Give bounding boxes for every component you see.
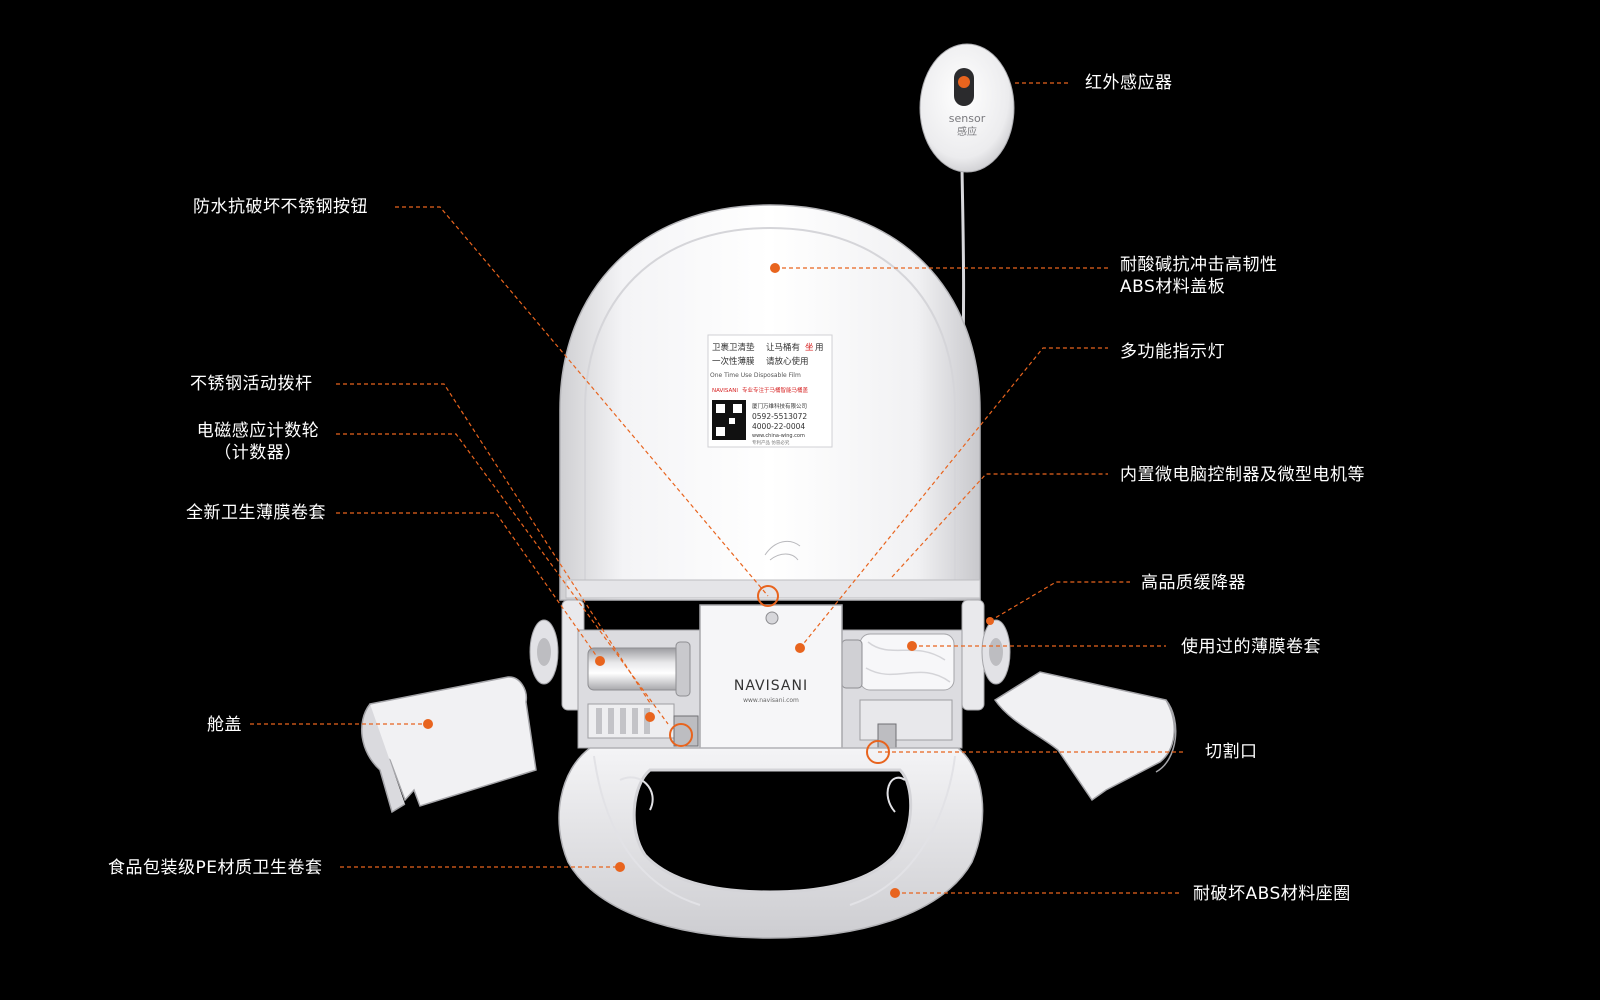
marker-controller [795,643,805,653]
label-cabin-cover: 舱盖 [207,715,242,735]
cutting-highlight [866,740,890,764]
leader-markers [423,263,994,898]
hand-icon [764,540,801,561]
sticker-company: 厦门万维科技有限公司 [752,402,807,410]
sticker-line1-red: 坐 [805,343,814,353]
marker-seat [890,888,900,898]
marker-counter [645,712,655,722]
sticker-brand: NAVISANI [712,388,738,394]
left-hinge [529,599,585,711]
label-stainless-lever: 不锈钢活动拨杆 [190,374,313,394]
label-abs-lid: 耐酸碱抗冲击高韧性 ABS材料盖板 [1120,254,1278,298]
marker-lid [770,263,780,273]
sticker-line3: One Time Use Disposable Film [710,372,801,379]
label-stainless-button: 防水抗破坏不锈钢按钮 [193,197,368,217]
sticker-line1a: 卫裹卫清垫 [712,342,755,353]
sticker-brand-line: 专业专注于马桶智能马桶盖 [742,386,809,394]
leader-lines [250,82,1185,894]
label-controller: 内置微电脑控制器及微型电机等 [1120,465,1365,485]
right-mechanism-box [859,699,953,741]
new-film-roll [587,641,691,697]
marker-cabin-cover [423,719,433,729]
sticker-line1c: 用 [815,343,824,353]
marker-damper [986,617,994,625]
lever-highlight [669,723,693,747]
label-pe-film: 食品包装级PE材质卫生卷套 [108,858,323,878]
label-counter-wheel-line1: 电磁感应计数轮 [196,421,320,441]
label-cutting-port: 切割口 [1205,742,1258,762]
highlight-circles [669,585,890,764]
sticker-phone2: 4000-22-0004 [752,422,805,431]
film-wrinkles [593,755,956,906]
sticker-website: www.china-wing.com [752,433,805,439]
sensor-zh-text: 感应 [957,125,977,138]
controller-box: NAVISANI www.navisani.com [699,604,843,761]
label-indicator-light: 多功能指示灯 [1120,342,1225,362]
label-new-film-roll: 全新卫生薄膜卷套 [186,503,326,523]
label-damper: 高品质缓降器 [1141,573,1246,593]
label-abs-seat: 耐破坏ABS材料座圈 [1193,884,1351,904]
label-counter-wheel-line2: （计数器） [214,443,302,463]
sticker-line2a: 一次性薄膜 [712,356,755,367]
logo-text: NAVISANI [734,678,808,694]
left-cabin-cover [361,676,537,814]
right-hinge [961,599,1011,711]
sensor-en-text: sensor [949,112,986,125]
lid-sticker: 卫裹卫清垫 让马桶有 坐 用 一次性薄膜 请放心使用 One Time Use … [707,334,833,448]
label-used-film-roll: 使用过的薄膜卷套 [1181,637,1321,657]
label-abs-lid-line2: ABS材料盖板 [1120,277,1226,297]
sensor-dot [958,76,970,88]
sticker-footer: 专利产品 仿冒必究 [752,439,790,446]
label-counter-wheel: 电磁感应计数轮 （计数器） [186,420,330,464]
used-film-roll [841,633,955,691]
sticker-line1b: 让马桶有 [766,342,800,353]
label-infrared-sensor: 红外感应器 [1085,73,1173,93]
logo-url: www.navisani.com [743,697,799,704]
marker-new-roll [595,656,605,666]
marker-pe-film [615,862,625,872]
sticker-line2b: 请放心使用 [766,356,809,367]
abs-seat-ring [558,747,984,939]
button-highlight [757,585,779,607]
sticker-phone1: 0592-5513072 [752,412,807,421]
label-abs-lid-line1: 耐酸碱抗冲击高韧性 [1120,255,1278,275]
infrared-sensor-unit: sensor 感应 [919,43,1015,173]
right-cabin-cover [993,671,1177,802]
indicator-light-icon [765,611,779,625]
marker-used-roll [907,641,917,651]
